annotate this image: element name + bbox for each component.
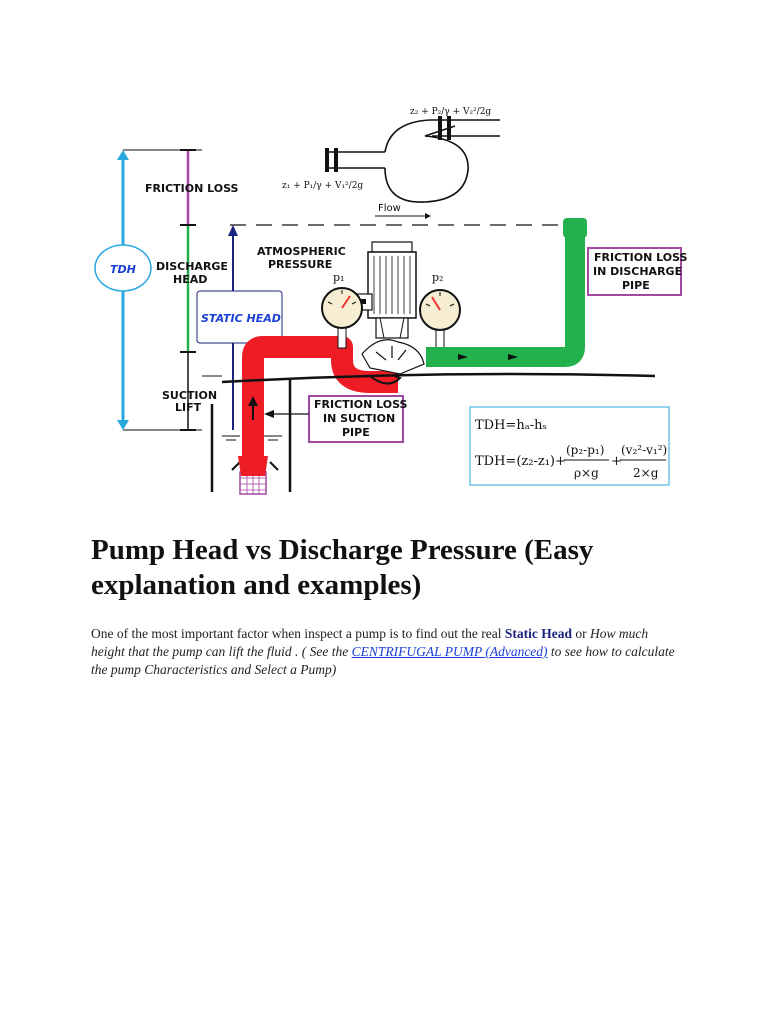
tdh-label: TDH — [110, 263, 136, 276]
paragraph-text-2: or — [572, 626, 591, 641]
suction-friction-label-2: IN SUCTION — [323, 412, 395, 425]
svg-text:+: + — [611, 454, 622, 469]
discharge-pipe — [426, 236, 585, 367]
p1-label: p₁ — [333, 271, 344, 284]
ground-line — [221, 372, 656, 384]
discharge-gauge — [419, 289, 461, 353]
tdh-fraction2-numerator: (v₂²-v₁²) — [621, 443, 667, 457]
discharge-friction-box — [587, 247, 682, 296]
suction-friction-label-3: PIPE — [342, 426, 370, 439]
tdh-fraction1-numerator: (p₂-p₁) — [566, 443, 604, 457]
tdh-fraction1-denominator: ρ×g — [574, 466, 599, 480]
discharge-head-label-2: HEAD — [173, 273, 207, 286]
pump-head-diagram: z₂ + P₂/γ + V₂²/2g z₁ + P₁/γ + V₁²/2g Fl… — [94, 107, 688, 495]
suction-lift-label-1: SUCTION — [162, 389, 217, 402]
paragraph-text-3: to see how to calculate the pump Charact… — [91, 644, 675, 677]
tdh-fraction2-denominator: 2×g — [633, 466, 659, 480]
tdh-formula-1: TDH=hₐ-hₛ — [475, 418, 547, 433]
discharge-friction-label-1: FRICTION LOSS — [594, 251, 688, 264]
inlet-energy-equation: z₁ + P₁/γ + V₁²/2g — [282, 181, 363, 191]
static-head-box — [196, 290, 283, 344]
article-paragraph: One of the most important factor when in… — [91, 625, 681, 679]
paragraph-text-1: One of the most important factor when in… — [91, 626, 505, 641]
atmospheric-label-1: ATMOSPHERIC — [257, 245, 346, 258]
static-head-term: Static Head — [504, 626, 573, 641]
p2-label: p₂ — [432, 271, 443, 284]
suction-gauge — [321, 287, 363, 349]
article-title: Pump Head vs Discharge Pressure (Easy ex… — [91, 534, 594, 601]
outlet-energy-equation: z₂ + P₂/γ + V₂²/2g — [410, 107, 491, 117]
centrifugal-pump-link[interactable]: CENTRIFUGAL PUMP (Advanced) — [351, 644, 548, 659]
suction-lift-label-2: LIFT — [175, 401, 202, 414]
paragraph-emphasis: How much height that the pump can lift t… — [91, 626, 649, 659]
suction-sump — [210, 380, 292, 495]
suction-friction-box — [308, 395, 404, 443]
discharge-friction-label-3: PIPE — [622, 279, 650, 292]
static-head-label: STATIC HEAD — [201, 312, 281, 325]
discharge-friction-label-2: IN DISCHARGE — [593, 265, 682, 278]
flow-label: Flow — [378, 203, 401, 214]
friction-loss-label: FRICTION LOSS — [145, 182, 239, 195]
tdh-formula-2: TDH=(z₂-z₁)+ — [475, 454, 566, 469]
tdh-formula-box — [469, 406, 670, 486]
pump-schematic — [325, 116, 500, 219]
discharge-head-label-1: DISCHARGE — [156, 260, 228, 273]
atmospheric-label-2: PRESSURE — [268, 258, 332, 271]
tdh-bubble — [94, 244, 152, 292]
suction-friction-label-1: FRICTION LOSS — [314, 398, 408, 411]
pump-motor — [355, 241, 425, 375]
